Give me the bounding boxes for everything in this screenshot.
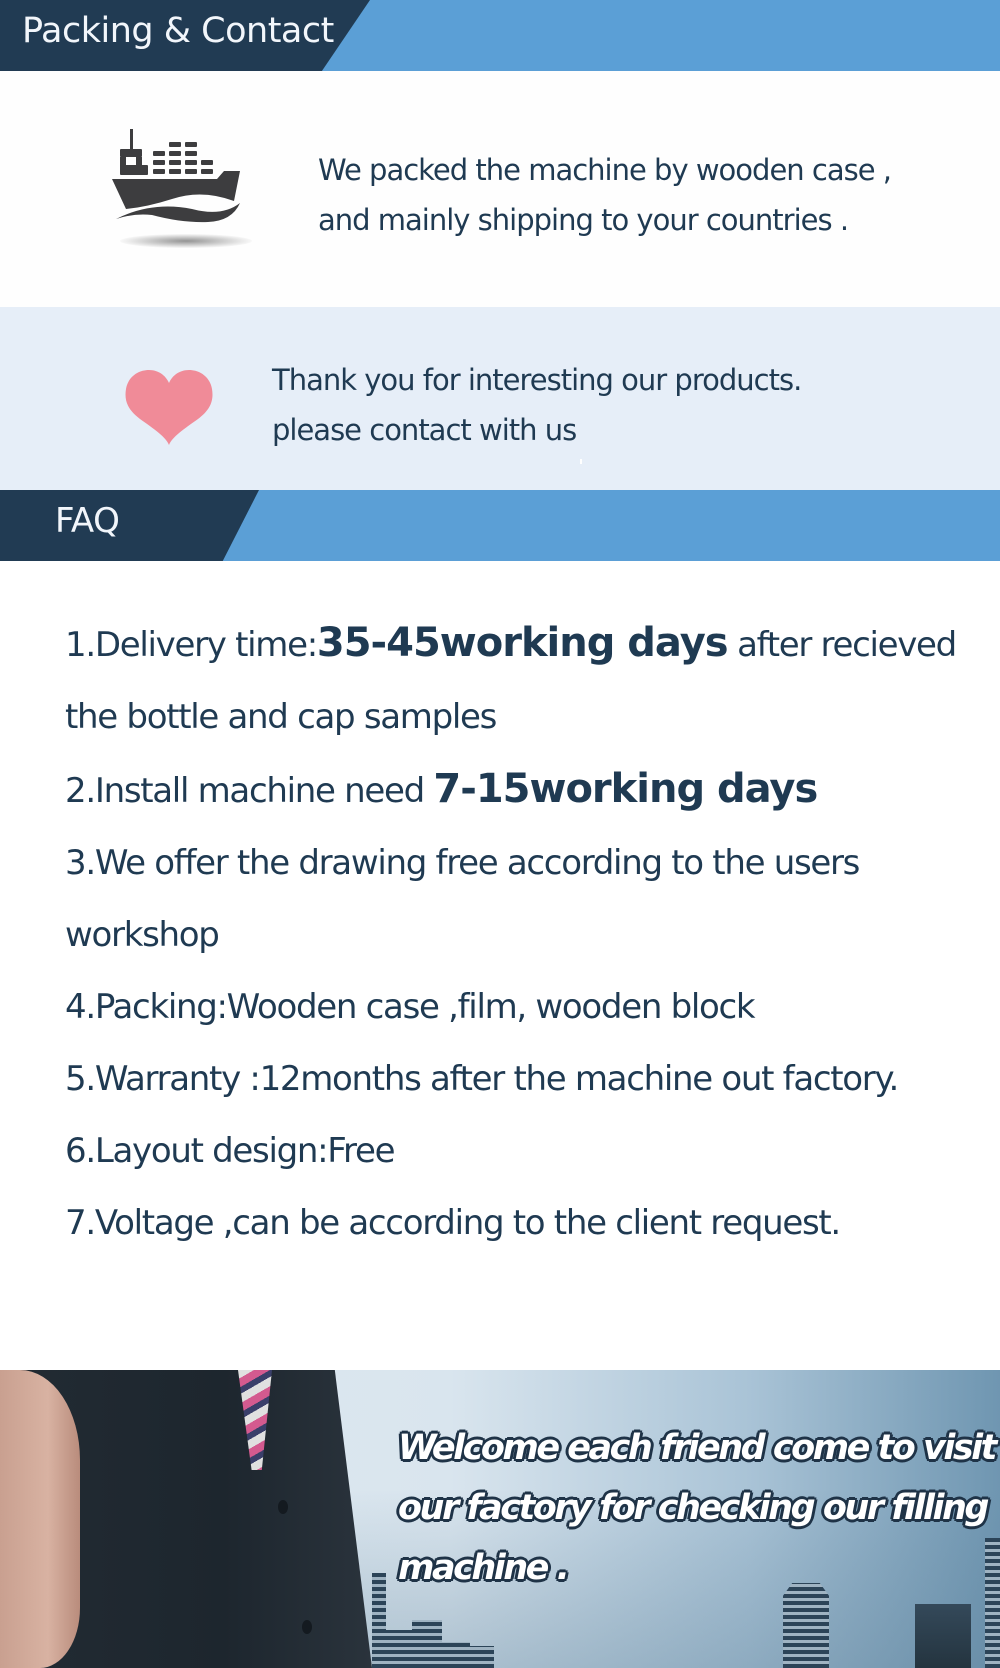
faq-item-voltage: 7.Voltage ,can be according to the clien… xyxy=(65,1203,841,1243)
faq-item-continuation: the bottle and cap samples xyxy=(65,697,497,737)
faq-item-emphasis: 7-15working days xyxy=(433,766,818,812)
faq-item-delivery-time: 1.Delivery time:35-45working days after … xyxy=(65,607,965,681)
welcome-line: our factory for checking our filling xyxy=(398,1488,989,1528)
building xyxy=(470,1646,494,1668)
section-title: FAQ xyxy=(55,501,120,541)
packing-description: We packed the machine by wooden case , a… xyxy=(318,145,892,245)
contact-section: Thank you for interesting our products. … xyxy=(0,307,1000,490)
faq-list: 1.Delivery time:35-45working days after … xyxy=(65,607,965,1259)
handshake-hand xyxy=(0,1370,80,1668)
cargo-ship-icon xyxy=(112,129,240,223)
faq-header: FAQ xyxy=(0,490,1000,561)
building xyxy=(412,1620,442,1668)
packing-line: We packed the machine by wooden case , xyxy=(318,153,892,187)
suit-button xyxy=(278,1500,288,1514)
welcome-message: Welcome each friend come to visit our fa… xyxy=(398,1418,998,1598)
contact-message: Thank you for interesting our products. … xyxy=(272,355,802,455)
packing-line: and mainly shipping to your countries . xyxy=(318,203,849,237)
faq-item-warranty: 5.Warranty :12months after the machine o… xyxy=(65,1059,899,1099)
contact-line: please contact with us xyxy=(272,413,577,447)
faq-item-text: 2.Install machine need xyxy=(65,771,434,811)
ship-shadow xyxy=(120,234,252,248)
building xyxy=(372,1573,386,1668)
faq-item-emphasis: 35-45working days xyxy=(316,620,729,666)
section-title: Packing & Contact xyxy=(22,11,334,51)
faq-item-packing: 4.Packing:Wooden case ,film, wooden bloc… xyxy=(65,987,756,1027)
packing-section: We packed the machine by wooden case , a… xyxy=(0,71,1000,307)
artifact-dot xyxy=(580,459,582,464)
faq-item-layout: 6.Layout design:Free xyxy=(65,1131,396,1171)
header-dark-slant xyxy=(0,490,259,561)
building xyxy=(442,1642,470,1668)
packing-contact-header: Packing & Contact xyxy=(0,0,1000,71)
contact-line: Thank you for interesting our products. xyxy=(272,363,802,397)
welcome-banner-image: Welcome each friend come to visit our fa… xyxy=(0,1370,1000,1668)
faq-item-continuation: workshop xyxy=(65,915,220,955)
building xyxy=(915,1604,971,1668)
building xyxy=(385,1630,415,1668)
header-dark-slant xyxy=(0,0,370,71)
building xyxy=(783,1583,829,1668)
faq-section: 1.Delivery time:35-45working days after … xyxy=(0,561,1000,1370)
faq-item-text: 1.Delivery time: xyxy=(65,625,318,665)
faq-item-drawing: 3.We offer the drawing free according to… xyxy=(65,843,860,883)
faq-item-install: 2.Install machine need 7-15working days xyxy=(65,753,965,827)
faq-item-text: after recieved xyxy=(727,625,957,665)
welcome-line: machine . xyxy=(398,1548,570,1588)
suit-button xyxy=(302,1620,312,1634)
heart-icon xyxy=(125,370,213,445)
building xyxy=(985,1538,1000,1668)
welcome-line: Welcome each friend come to visit xyxy=(398,1428,997,1468)
